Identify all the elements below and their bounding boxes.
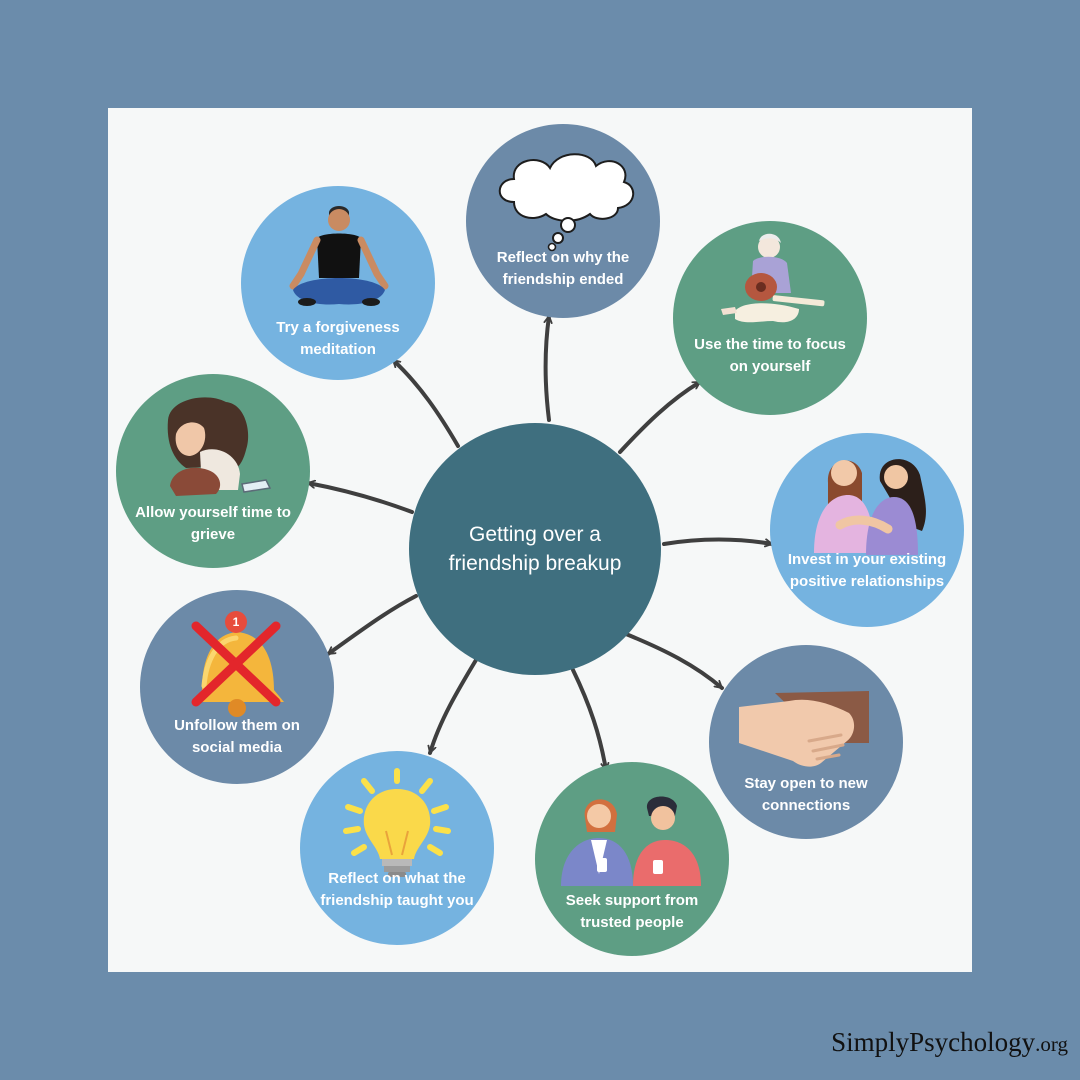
sad-person-illustration: [167, 397, 272, 496]
node-label: Allow yourself time to grieve: [135, 504, 291, 543]
brand-tld: .org: [1035, 1032, 1068, 1056]
two-friends-hugging-illustration: [814, 459, 926, 555]
node-label: Invest in your existing positive relatio…: [787, 551, 947, 590]
node-grieve: Allow yourself time to grieve: [116, 374, 310, 568]
brand-name: SimplyPsychology: [831, 1027, 1036, 1057]
node-label: Use the time to focus on yourself: [694, 336, 846, 375]
handshake-icon: [739, 691, 869, 767]
arrow-to-seek-support: [571, 668, 606, 772]
center-title: Getting over a friendship breakup: [448, 523, 622, 575]
node-label: Seek support from trusted people: [565, 892, 699, 931]
node-label: Try a forgiveness meditation: [276, 319, 400, 358]
node-unfollow: 1 Unfollow them on social media: [140, 590, 334, 784]
node-meditation: Try a forgiveness meditation: [241, 186, 435, 380]
arrow-to-new-connections: [624, 632, 724, 690]
node-label: Reflect on what the friendship taught yo…: [320, 870, 474, 909]
center-node: Getting over a friendship breakup: [409, 423, 661, 675]
crossed-out-notification-bell-icon: [191, 611, 284, 717]
arrow-to-grieve: [306, 483, 414, 514]
meditating-person-illustration: [289, 206, 389, 306]
node-new-connections: Stay open to new connections: [709, 645, 903, 839]
arrow-to-reflect-why: [546, 314, 549, 422]
node-invest-relationships: Invest in your existing positive relatio…: [770, 433, 964, 627]
brand-logo: SimplyPsychology.org: [831, 1027, 1068, 1058]
arrow-to-focus-yourself: [618, 380, 702, 454]
two-people-talking-illustration: [561, 796, 701, 886]
notification-badge-count: 1: [232, 615, 240, 629]
arrow-to-invest-relationships: [662, 537, 774, 545]
lightbulb-icon: [343, 768, 451, 877]
thought-cloud-icon: [498, 153, 634, 252]
node-reflect-why: Reflect on why the friendship ended: [466, 124, 660, 318]
node-label: Stay open to new connections: [744, 775, 868, 814]
node-label: Unfollow them on social media: [174, 717, 300, 756]
node-seek-support: Seek support from trusted people: [535, 762, 729, 956]
node-reflect-taught: Reflect on what the friendship taught yo…: [300, 751, 494, 945]
arrow-to-unfollow: [326, 594, 418, 656]
node-label: Reflect on why the friendship ended: [496, 249, 630, 288]
arrow-to-reflect-taught: [430, 658, 478, 755]
person-playing-guitar-illustration: [721, 233, 825, 323]
node-focus-yourself: Use the time to focus on yourself: [673, 221, 867, 415]
arrow-to-meditation: [391, 358, 460, 448]
